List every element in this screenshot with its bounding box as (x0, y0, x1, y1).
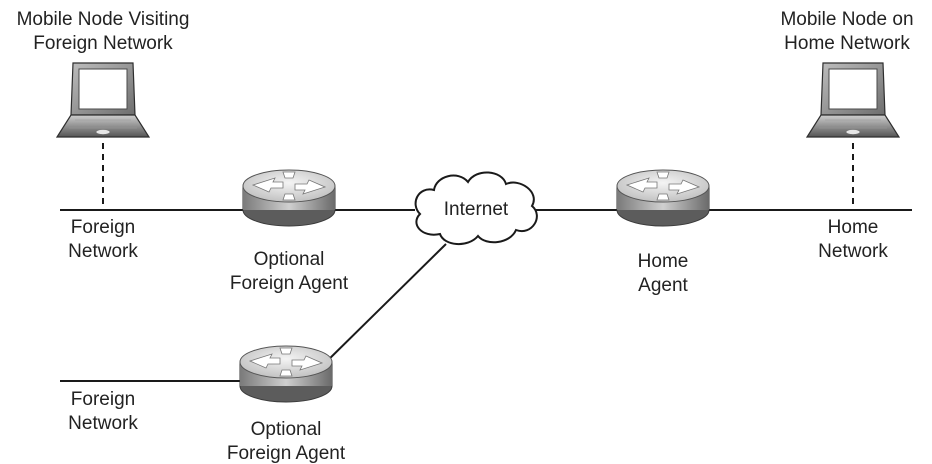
router-icon (242, 169, 336, 227)
home-network-label: Home Network (798, 216, 908, 264)
label-line: Optional (250, 419, 322, 440)
foreign-network-top-label: Foreign Network (48, 216, 158, 264)
router-icon (616, 169, 710, 227)
label-line: Network (68, 413, 138, 434)
label-line: Network (68, 241, 138, 262)
optional-foreign-agent-bottom-label: Optional Foreign Agent (216, 418, 356, 464)
internet-link-line (319, 243, 447, 369)
laptop-icon (806, 62, 900, 138)
home-agent-label: Home Agent (613, 250, 713, 298)
internet-label: Internet (428, 198, 524, 222)
label-line: Mobile Node on (780, 9, 914, 30)
label-line: Network (818, 241, 888, 262)
label-line: Foreign Agent (226, 443, 346, 464)
router-icon (239, 345, 333, 403)
label-line: Foreign (70, 389, 136, 410)
mobile-node-visiting-label: Mobile Node Visiting Foreign Network (0, 8, 206, 56)
label-line: Foreign Network (33, 33, 173, 54)
laptop-icon (56, 62, 150, 138)
label-line: Foreign (70, 217, 136, 238)
foreign-network-bottom-label: Foreign Network (48, 388, 158, 436)
label-line: Home (827, 217, 879, 238)
label-line: Agent (638, 275, 688, 296)
label-line: Home Network (784, 33, 910, 54)
label-line: Internet (443, 199, 509, 220)
label-line: Home (637, 251, 689, 272)
label-line: Optional (253, 249, 325, 270)
mobile-node-home-label: Mobile Node on Home Network (762, 8, 932, 56)
optional-foreign-agent-top-label: Optional Foreign Agent (219, 248, 359, 296)
label-line: Foreign Agent (229, 273, 349, 294)
cloud-icon (414, 171, 538, 245)
label-line: Mobile Node Visiting (16, 9, 190, 30)
